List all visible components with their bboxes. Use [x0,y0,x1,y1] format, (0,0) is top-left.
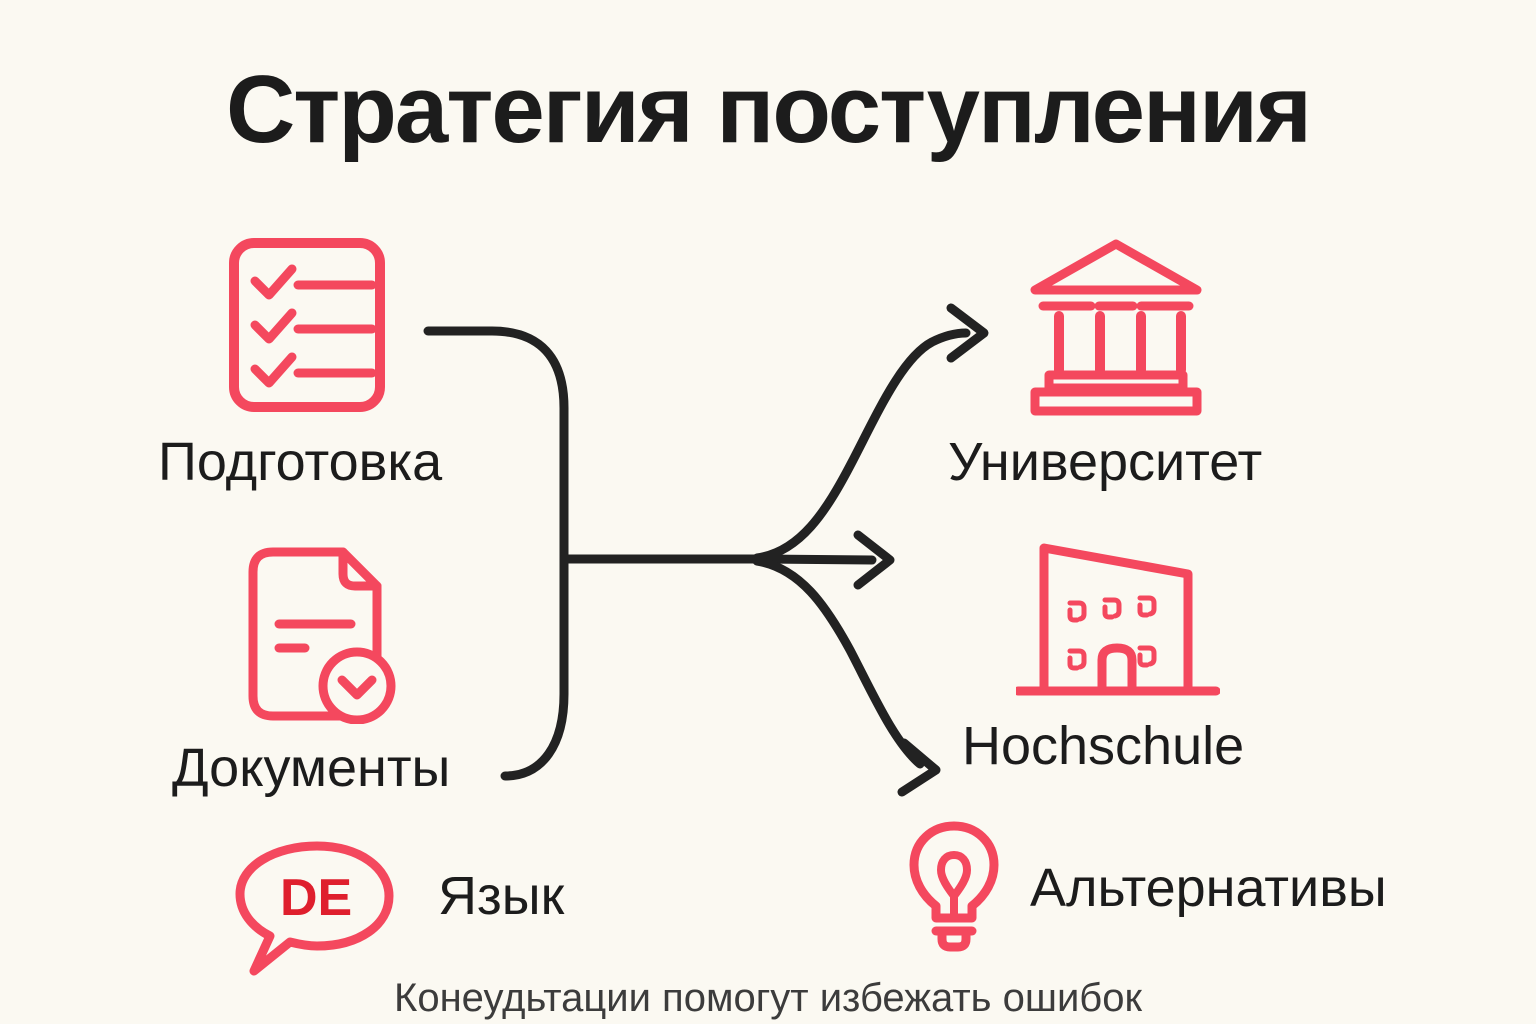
checklist-icon [228,237,386,413]
node-label-universitet: Университет [948,432,1263,492]
node-label-podgotovka: Подготовка [158,432,443,492]
connector-branch-bottom [752,556,925,769]
university-icon [1023,234,1209,416]
node-label-dokumenty: Документы [172,738,451,798]
connector-line-top-left [423,326,569,565]
document-check-icon [245,546,397,724]
lightbulb-icon [900,818,1008,966]
page-title: Стратегия поступления [225,56,1312,163]
speech-bubble-de-icon: DE [232,838,397,978]
node-label-yazyk: Язык [438,866,565,926]
arrowhead-bottom-icon [897,738,941,797]
node-label-hochschule: Hochschule [962,716,1245,776]
arrowhead-middle-icon [853,530,895,590]
node-label-alternativy: Альтернативы [1030,858,1387,918]
arrowhead-top-icon [946,303,989,363]
school-building-icon [1016,538,1220,698]
connector-branch-middle [752,554,877,565]
de-badge: DE [280,869,352,927]
connector-branch-top [752,328,971,563]
connector-line-bottom-left [500,551,569,781]
caption-text: Конеудьтации помогут избежать ошибок [394,976,1142,1020]
